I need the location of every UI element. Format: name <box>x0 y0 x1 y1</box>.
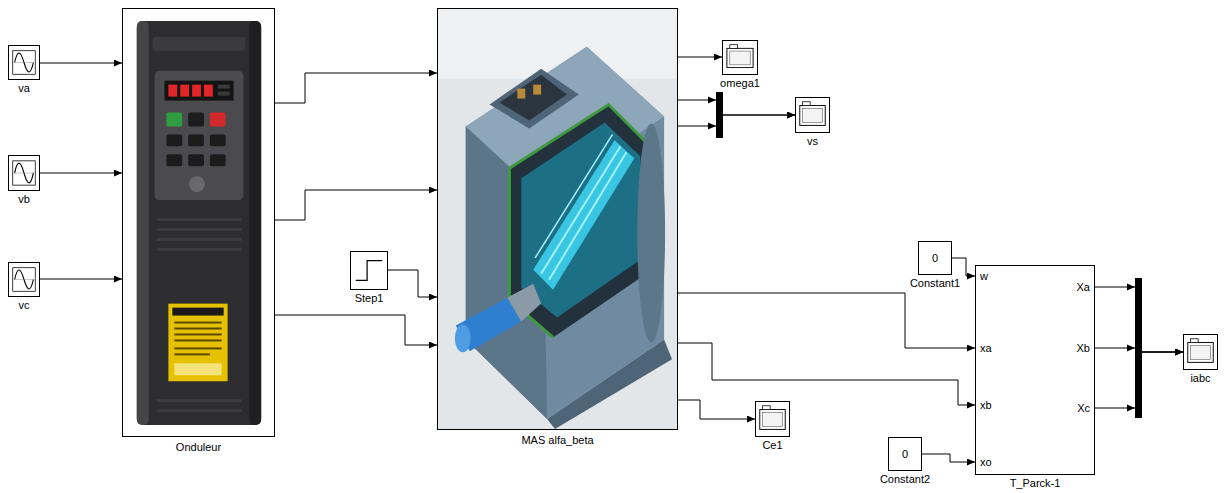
text-holder: 0 <box>902 448 908 461</box>
sine-source-block: vc <box>8 262 40 297</box>
inverter-block: Onduleur <box>122 8 275 437</box>
block-icon <box>9 263 39 296</box>
mux-bar <box>1135 278 1142 418</box>
constant-value: 0 <box>902 448 908 461</box>
scope-block: Ce1 <box>755 401 790 437</box>
scope-block: omega1 <box>722 40 758 75</box>
text-holder: w <box>980 270 988 283</box>
port-label: Xc <box>1077 402 1090 415</box>
mux-input-arrow <box>1127 284 1135 291</box>
text-holder: 0 <box>932 252 938 265</box>
block-name: MAS alfa_beta <box>521 434 593 447</box>
port-label: xo <box>980 456 992 469</box>
block-icon <box>123 9 274 436</box>
block-icon <box>9 46 39 79</box>
constant-block: 0Constant1 <box>918 241 952 275</box>
block-name: vb <box>18 193 30 206</box>
text-holder: Xc <box>1077 402 1090 415</box>
text-holder: Step1 <box>355 292 384 305</box>
text-holder: T_Parck-1 <box>1010 477 1061 490</box>
port-label: xb <box>980 399 992 412</box>
block-icon <box>351 252 387 289</box>
block-name: vs <box>807 135 818 148</box>
signal-line <box>40 63 122 64</box>
mux-input-arrow <box>1127 345 1135 352</box>
block-icon <box>756 402 789 436</box>
text-holder: Onduleur <box>176 441 221 454</box>
signal-line <box>678 100 795 115</box>
block-name: omega1 <box>720 77 760 90</box>
block-name: T_Parck-1 <box>1010 477 1061 490</box>
text-holder: Constant1 <box>910 277 960 290</box>
signal-line <box>678 57 722 58</box>
block-icon <box>9 156 39 190</box>
block-name: Ce1 <box>762 439 782 452</box>
signal-line <box>40 279 122 280</box>
block-icon <box>1184 335 1217 369</box>
text-holder: Constant2 <box>880 473 930 486</box>
motor-block: MAS alfa_beta <box>437 8 678 430</box>
step-block: Step1 <box>350 251 388 290</box>
text-holder: Ce1 <box>762 439 782 452</box>
mux-input-arrow <box>708 123 716 130</box>
block-name: Onduleur <box>176 441 221 454</box>
port-label: Xb <box>1077 342 1090 355</box>
signal-line <box>678 343 975 405</box>
block-name: Constant1 <box>910 277 960 290</box>
block-icon <box>796 98 829 132</box>
block-icon <box>438 9 677 429</box>
block-icon <box>723 41 757 74</box>
text-holder: Xa <box>1077 281 1090 294</box>
text-holder: omega1 <box>720 77 760 90</box>
text-holder: xb <box>980 399 992 412</box>
text-holder: vs <box>807 135 818 148</box>
text-holder: vc <box>19 299 30 312</box>
signal-line <box>40 173 122 174</box>
scope-block: vs <box>795 97 830 133</box>
text-holder: vb <box>18 193 30 206</box>
text-holder: xa <box>980 342 992 355</box>
sine-source-block: vb <box>8 155 40 191</box>
text-holder: xo <box>980 456 992 469</box>
text-holder: Xb <box>1077 342 1090 355</box>
text-holder: MAS alfa_beta <box>521 434 593 447</box>
block-name: va <box>18 82 30 95</box>
port-label: Xa <box>1077 281 1090 294</box>
scope-block: iabc <box>1183 334 1218 370</box>
signal-line <box>952 258 975 276</box>
signal-line <box>678 293 975 348</box>
mux-input-arrow <box>708 97 716 104</box>
block-name: Constant2 <box>880 473 930 486</box>
mux-bar <box>716 92 723 138</box>
constant-value: 0 <box>932 252 938 265</box>
signal-line <box>275 73 437 103</box>
sine-source-block: va <box>8 45 40 80</box>
signal-line <box>922 454 975 462</box>
port-label: xa <box>980 342 992 355</box>
signal-line <box>678 115 795 126</box>
park-transform-block: wxaxbxoXaXbXcT_Parck-1 <box>975 265 1095 475</box>
signal-line <box>275 315 437 345</box>
text-holder: va <box>18 82 30 95</box>
signal-line <box>388 270 437 297</box>
constant-block: 0Constant2 <box>888 437 922 471</box>
text-holder: iabc <box>1190 372 1210 385</box>
port-label: w <box>980 270 988 283</box>
signal-line <box>678 400 755 419</box>
block-name: Step1 <box>355 292 384 305</box>
block-name: iabc <box>1190 372 1210 385</box>
signal-line <box>275 190 437 220</box>
block-name: vc <box>19 299 30 312</box>
mux-input-arrow <box>1127 405 1135 412</box>
